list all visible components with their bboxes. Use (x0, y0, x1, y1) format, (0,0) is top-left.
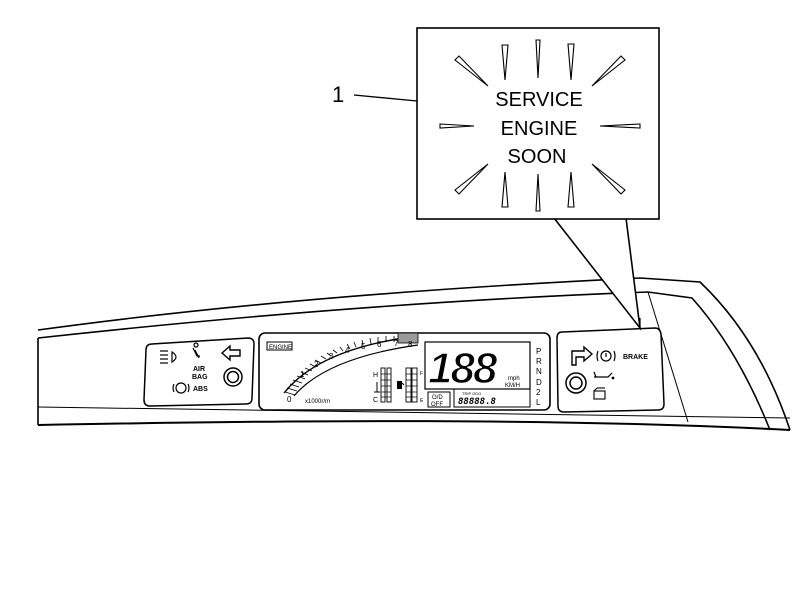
airbag-label-line1: AIR (193, 366, 205, 373)
left-turn-arrow-icon (220, 344, 241, 362)
callout-box (416, 27, 660, 220)
gear-d: D (536, 378, 542, 387)
fuel-full-label: F (420, 371, 423, 377)
right-warning-pod: BRAKE (556, 327, 665, 413)
left-reset-knob (223, 367, 243, 387)
tach-tick-2: 2 (314, 360, 319, 369)
gear-n: N (536, 367, 542, 376)
service-engine-soon-line2: ENGINE (501, 118, 578, 140)
odometer-box (453, 388, 531, 408)
gear-l: L (536, 398, 541, 407)
gear-r: R (536, 357, 542, 366)
abs-label: ABS (193, 386, 208, 393)
brake-warning-icon (596, 350, 616, 362)
center-gauge-panel: ENGINE (258, 332, 551, 411)
oil-pressure-icon (593, 371, 615, 380)
brake-label: BRAKE (623, 354, 648, 361)
od-off-box (427, 391, 451, 408)
redline-zone (397, 332, 419, 344)
tach-tick-7: 7 (394, 339, 399, 348)
abs-warning-icon (172, 382, 190, 394)
tach-tick-0: 0 (287, 395, 292, 404)
seatbelt-occupant-icon (192, 342, 200, 359)
tach-tick-3: 3 (329, 352, 334, 361)
right-reset-knob (565, 372, 587, 394)
tach-unit-label: x1000r/m (305, 399, 330, 405)
speed-unit-mph: mph (508, 376, 520, 382)
callout-pointer (553, 217, 642, 331)
callout-leader-line (353, 94, 418, 102)
engine-badge-box (266, 341, 293, 351)
flashing-light-rays (439, 39, 641, 212)
door-ajar-icon (593, 387, 606, 400)
callout-number: 1 (332, 82, 344, 107)
tachometer-ticks: 0 1 2 3 4 5 6 7 8 (287, 339, 413, 404)
headlamp-beam-icon (160, 350, 177, 364)
temp-high-label: H (373, 372, 378, 379)
tachometer-arc (283, 335, 419, 397)
service-engine-soon-line1: SERVICE (495, 89, 582, 111)
temp-low-label: C (373, 397, 378, 404)
tach-tick-4: 4 (345, 346, 350, 355)
gear-p: P (536, 347, 541, 356)
airbag-label-line2: BAG (192, 374, 208, 381)
od-off-line2: OFF (431, 402, 443, 408)
tach-tick-6: 6 (377, 340, 382, 349)
engine-badge: ENGINE (269, 345, 292, 351)
odometer-readout: 88888.8 (458, 397, 496, 407)
fuel-gauge: F E (405, 367, 424, 404)
odometer-trip-label: TRIP ODO (462, 391, 481, 396)
tach-tick-8: 8 (408, 340, 413, 349)
left-warning-pod: AIR BAG ABS (143, 337, 255, 407)
speed-readout: 188 (428, 344, 498, 393)
dashboard-shell (37, 277, 791, 431)
tach-tick-5: 5 (361, 342, 366, 351)
temperature-gauge: H C (373, 367, 392, 404)
gear-selector: P R N D 2 L (536, 347, 542, 407)
tachometer-hatching (284, 336, 395, 396)
od-off-line1: O/D (432, 395, 443, 401)
fuel-empty-label: E (420, 398, 424, 404)
thermometer-icon (374, 382, 380, 393)
fuel-pump-icon (397, 381, 405, 389)
gear-2: 2 (536, 388, 541, 397)
tach-tick-1: 1 (300, 370, 305, 379)
speed-unit-kmh: KM/H (505, 383, 520, 389)
service-engine-soon-line3: SOON (508, 146, 567, 168)
right-turn-arrow-icon (571, 345, 594, 366)
